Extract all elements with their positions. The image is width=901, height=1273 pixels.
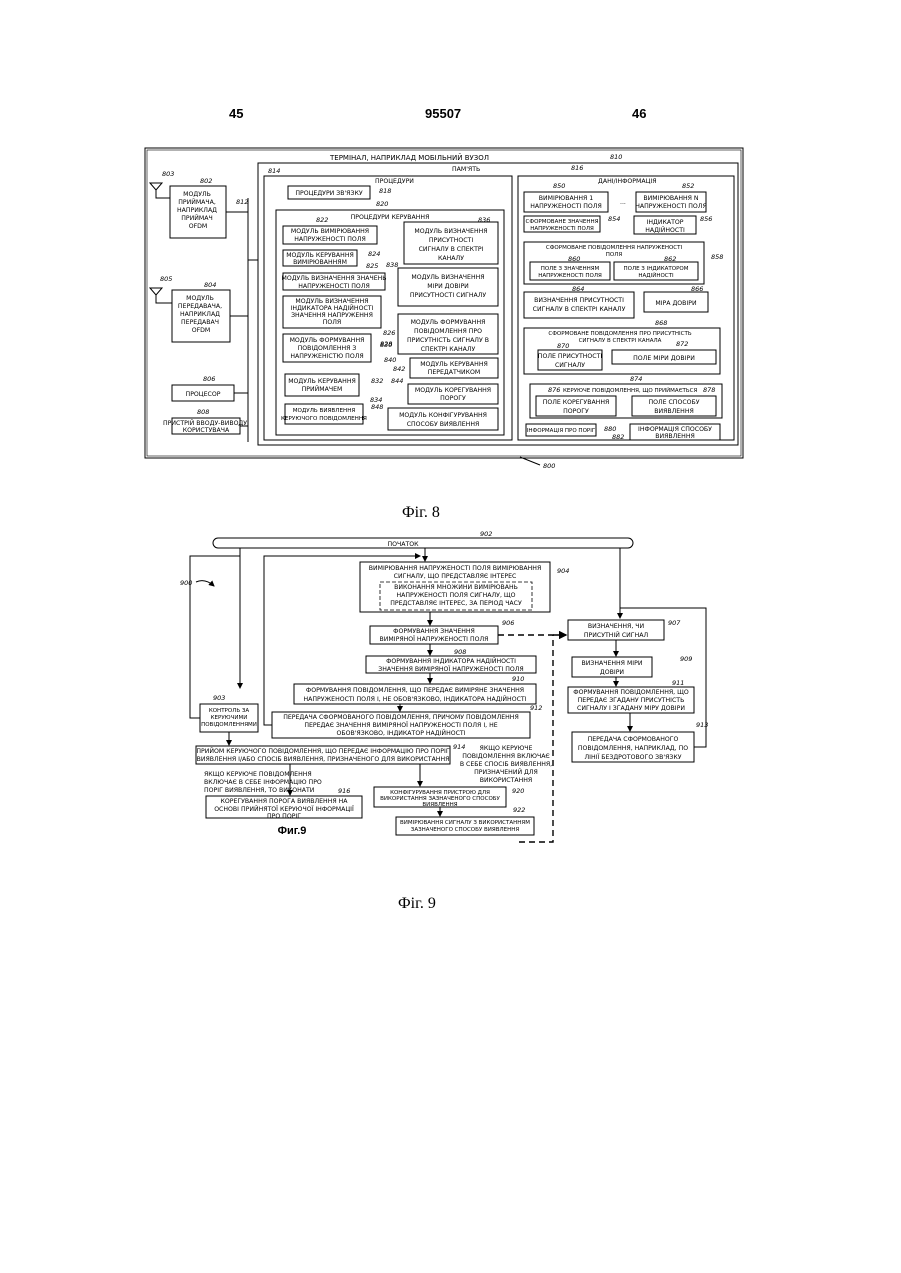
ref-802: 802	[200, 177, 212, 185]
svg-text:СФОРМОВАНЕ ЗНАЧЕННЯНАПРУЖЕНОСТ: СФОРМОВАНЕ ЗНАЧЕННЯНАПРУЖЕНОСТІ ПОЛЯ	[526, 219, 599, 232]
fig8-caption: Фіг. 8	[402, 504, 440, 522]
fig9-caption: Фіг. 9	[398, 895, 436, 913]
start-label: ПОЧАТОК	[387, 541, 419, 548]
svg-text:ПРИЙОМ КЕРУЮЧОГО ПОВІДОМЛЕННЯ,: ПРИЙОМ КЕРУЮЧОГО ПОВІДОМЛЕННЯ, ЩО ПЕРЕДА…	[196, 746, 449, 763]
memory-label: ПАМ'ЯТЬ	[452, 166, 480, 173]
ref-909: 909	[680, 655, 692, 663]
ref-854: 854	[608, 215, 620, 223]
ref-868: 868	[655, 319, 667, 327]
svg-text:МОДУЛЬ ВИМІРЮВАННЯНАПРУЖЕНОСТІ: МОДУЛЬ ВИМІРЮВАННЯНАПРУЖЕНОСТІ ПОЛЯ	[291, 228, 369, 243]
ref-810: 810	[610, 153, 622, 161]
ref-922: 922	[513, 806, 525, 814]
ref-913: 913	[696, 721, 708, 729]
ref-842: 842	[393, 365, 405, 373]
ref-864: 864	[572, 285, 584, 293]
ref-870: 870	[557, 342, 569, 350]
ref-920: 920	[512, 787, 524, 795]
svg-text:ВИМІРЮВАННЯ NНАПРУЖЕНОСТІ ПОЛЯ: ВИМІРЮВАННЯ NНАПРУЖЕНОСТІ ПОЛЯ	[635, 195, 707, 210]
ref-803: 803	[162, 170, 174, 178]
ref-914: 914	[453, 743, 465, 751]
ref-816: 816	[571, 164, 583, 172]
ref-872: 872	[676, 340, 688, 348]
control-procedures-label: ПРОЦЕДУРИ КЕРУВАННЯ	[351, 214, 430, 221]
svg-text:ВИМІРЮВАННЯ НАПРУЖЕНОСТІ ПОЛЯ: ВИМІРЮВАННЯ НАПРУЖЕНОСТІ ПОЛЯ ВИМІРЮВАНН…	[369, 565, 542, 580]
svg-text:ВИМІРЮВАННЯ 1НАПРУЖЕНОСТІ ПОЛЯ: ВИМІРЮВАННЯ 1НАПРУЖЕНОСТІ ПОЛЯ	[530, 195, 602, 210]
ref-903: 903	[213, 694, 225, 702]
ref-818: 818	[379, 187, 391, 195]
ref-824: 824	[368, 250, 380, 258]
comm-procedures-label: ПРОЦЕДУРИ ЗВ'ЯЗКУ	[295, 190, 362, 197]
ref-812: 812	[236, 198, 248, 206]
ref-862: 862	[664, 255, 676, 263]
ref-911: 911	[672, 679, 684, 687]
svg-text:МОДУЛЬ ФОРМУВАННЯПОВІДОМЛЕННЯ: МОДУЛЬ ФОРМУВАННЯПОВІДОМЛЕННЯ ЗНАПРУЖЕНІ…	[290, 337, 365, 360]
svg-text:МОДУЛЬ КЕРУВАННЯВИМІРЮВАННЯМ: МОДУЛЬ КЕРУВАННЯВИМІРЮВАННЯМ	[286, 252, 354, 266]
ellipsis: ...	[620, 199, 626, 206]
svg-text:МІРА ДОВІРИ: МІРА ДОВІРИ	[655, 300, 697, 307]
condition-threshold: ЯКЩО КЕРУЮЧЕ ПОВІДОМЛЕННЯВКЛЮЧАЄ В СЕБЕ …	[204, 771, 322, 794]
ref-836: 836	[478, 216, 490, 224]
svg-text:ПОЛЕ МІРИ ДОВІРИ: ПОЛЕ МІРИ ДОВІРИ	[633, 355, 695, 362]
ref-826: 826	[383, 329, 395, 337]
ref-876: 876	[548, 386, 560, 394]
start-bar	[213, 538, 633, 548]
ref-882: 882	[612, 433, 624, 441]
svg-text:ВИМІРЮВАННЯ СИГНАЛУ З ВИКОРИСТ: ВИМІРЮВАННЯ СИГНАЛУ З ВИКОРИСТАННЯМЗАЗНА…	[400, 820, 530, 833]
ref-878: 878	[703, 386, 715, 394]
ref-808: 808	[197, 408, 209, 416]
ref-908: 908	[454, 648, 466, 656]
ref-902: 902	[480, 530, 492, 538]
svg-text:ФОРМУВАННЯ ПОВІДОМЛЕННЯ, ЩОПЕР: ФОРМУВАННЯ ПОВІДОМЛЕННЯ, ЩОПЕРЕДАЄ ЗГАДА…	[573, 689, 689, 712]
ref-820: 820	[376, 200, 388, 208]
ref-916: 916	[338, 787, 350, 795]
ref-866: 866	[691, 285, 703, 293]
terminal-title: ТЕРМІНАЛ, НАПРИКЛАД МОБІЛЬНИЙ ВУЗОЛ	[329, 153, 489, 162]
fig8-diagram: ТЕРМІНАЛ, НАПРИКЛАД МОБІЛЬНИЙ ВУЗОЛ 810 …	[145, 148, 743, 470]
ref-832: 832	[371, 377, 383, 385]
ref-840: 840	[384, 356, 396, 364]
svg-text:ФОРМУВАННЯ ІНДИКАТОРА НАДІЙНОС: ФОРМУВАННЯ ІНДИКАТОРА НАДІЙНОСТІЗНАЧЕННЯ…	[378, 656, 523, 673]
processor-label: ПРОЦЕСОР	[186, 391, 221, 398]
ref-904: 904	[557, 567, 569, 575]
ref-852: 852	[682, 182, 694, 190]
ref-850: 850	[553, 182, 565, 190]
data-864	[524, 292, 634, 318]
ref-805: 805	[160, 275, 172, 283]
ref-860: 860	[568, 255, 580, 263]
svg-text:ФОРМУВАННЯ ЗНАЧЕННЯВИМІРЯНОЇ Н: ФОРМУВАННЯ ЗНАЧЕННЯВИМІРЯНОЇ НАПРУЖЕНОСТ…	[380, 628, 489, 643]
ref-844: 844	[391, 377, 403, 385]
svg-text:ІНФОРМАЦІЯ ПРО ПОРІГ: ІНФОРМАЦІЯ ПРО ПОРІГ	[527, 428, 596, 434]
ref-858: 858	[711, 253, 723, 261]
ref-907: 907	[668, 619, 681, 627]
svg-text:ПОЛЕ З ЗНАЧЕННЯМНАПРУЖЕНОСТІ П: ПОЛЕ З ЗНАЧЕННЯМНАПРУЖЕНОСТІ ПОЛЯ	[538, 266, 602, 279]
ref-856: 856	[700, 215, 712, 223]
data-874-title: КЕРУЮЧЕ ПОВІДОМЛЕННЯ, ЩО ПРИЙМАЄТЬСЯ	[563, 387, 698, 394]
fig9-inner-label: Фиг.9	[278, 825, 307, 837]
ref-804: 804	[204, 281, 216, 289]
svg-text:МОДУЛЬ КЕРУВАННЯПЕРЕДАТЧИКОМ: МОДУЛЬ КЕРУВАННЯПЕРЕДАТЧИКОМ	[420, 361, 488, 376]
ref-910: 910	[512, 675, 524, 683]
ref-848: 848	[371, 403, 383, 411]
ref-830: 830	[380, 341, 392, 349]
ref-874: 874	[630, 375, 642, 383]
ref-906: 906	[502, 619, 514, 627]
ref-806: 806	[203, 375, 215, 383]
data-info-label: ДАНІ/ІНФОРМАЦІЯ	[598, 178, 657, 185]
ref-912: 912	[530, 704, 542, 712]
ref-822: 822	[316, 216, 328, 224]
fig9-flowchart: ПОЧАТОК 902 900 904 ВИМІРЮВАННЯ НАПРУЖЕН…	[180, 530, 708, 842]
svg-text:ІНДИКАТОРНАДІЙНОСТІ: ІНДИКАТОРНАДІЙНОСТІ	[645, 219, 685, 234]
ref-838: 838	[386, 261, 398, 269]
procedures-label: ПРОЦЕДУРИ	[375, 178, 414, 185]
ref-825: 825	[366, 262, 378, 270]
ref-800: 800	[543, 462, 555, 470]
svg-text:ПЕРЕДАЧА СФОРМОВАНОГОПОВІДОМЛЕ: ПЕРЕДАЧА СФОРМОВАНОГОПОВІДОМЛЕННЯ, НАПРИ…	[578, 736, 688, 761]
ref-900: 900	[180, 579, 192, 587]
condition-method: ЯКЩО КЕРУЮЧЕПОВІДОМЛЕННЯ ВКЛЮЧАЄВ СЕБЕ С…	[460, 745, 552, 784]
svg-text:ВИКОНАННЯ МНОЖИНИ ВИМІРЮВАНЬНА: ВИКОНАННЯ МНОЖИНИ ВИМІРЮВАНЬНАПРУЖЕНОСТІ…	[390, 584, 522, 607]
ref-880: 880	[604, 425, 616, 433]
ref-814: 814	[268, 167, 280, 175]
